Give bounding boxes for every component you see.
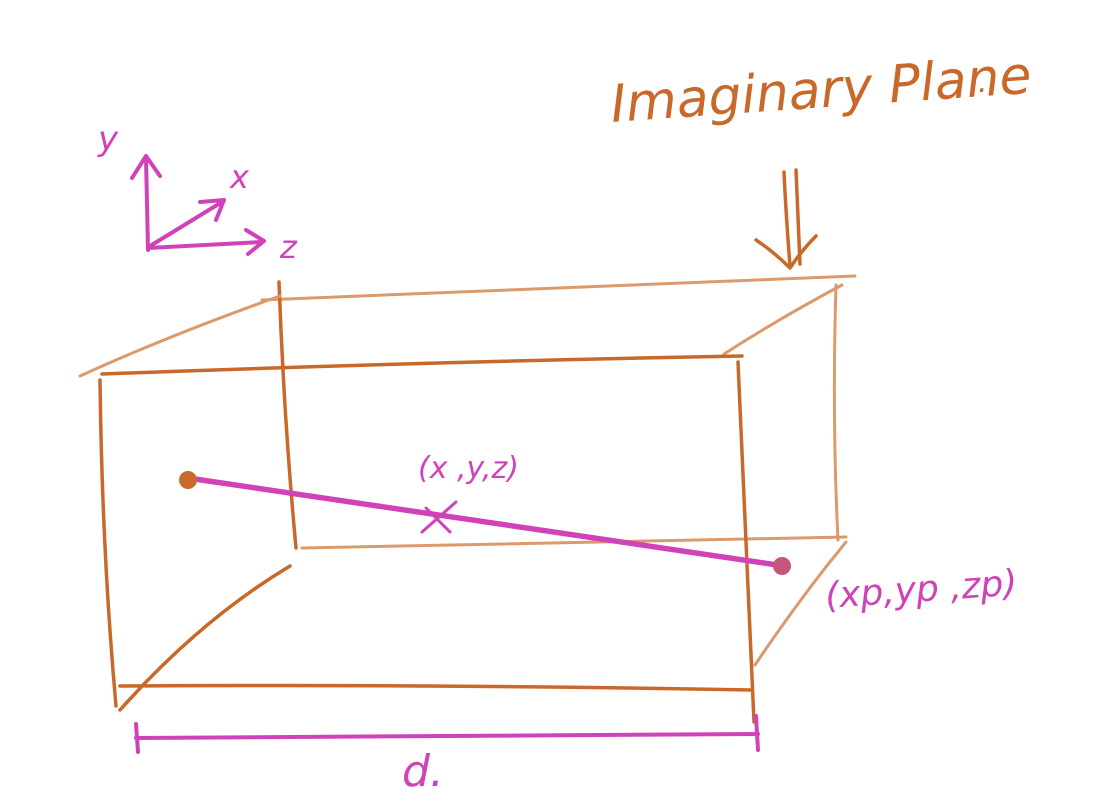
box-back-right-edge xyxy=(832,283,840,542)
box-top-right-diagonal xyxy=(722,283,844,356)
box-back-top-edge xyxy=(260,274,857,302)
midpoint-cross xyxy=(420,500,458,534)
line-segment xyxy=(179,471,791,575)
x-axis-line xyxy=(148,200,224,248)
box-bottom-right-diagonal xyxy=(753,540,848,667)
axes xyxy=(130,154,266,256)
box-back-left-edge xyxy=(277,280,298,550)
dimension-line xyxy=(134,732,760,740)
box-front-bottom-edge xyxy=(118,683,754,692)
box-bottom-left-diagonal xyxy=(118,564,292,712)
box-front-left-edge xyxy=(98,378,118,708)
box-back-bottom-edge xyxy=(300,535,848,550)
endpoint-label: (xp,yp ,zp) xyxy=(824,563,1019,617)
z-axis-line xyxy=(146,240,264,250)
z-axis-label: z xyxy=(279,228,298,266)
box-top-left-diagonal xyxy=(78,294,282,378)
y-axis-line xyxy=(144,156,150,252)
plane-pointer-arrow xyxy=(754,168,818,270)
end-point xyxy=(773,557,791,575)
box-front-right-edge xyxy=(736,360,756,724)
midpoint-label: (x ,y,z) xyxy=(418,451,519,486)
x-axis-label: x xyxy=(229,158,250,196)
box-front-top-edge xyxy=(100,354,744,376)
dimension-bar xyxy=(134,714,760,754)
box xyxy=(78,274,857,724)
x-axis-arrowhead xyxy=(198,198,226,222)
imaginary-plane-label: Imaginary Plane xyxy=(609,46,1034,135)
z-axis-arrowhead xyxy=(244,228,266,256)
imaginary-plane-trailing-mark: . xyxy=(978,65,988,100)
segment-line xyxy=(185,475,787,569)
dimension-right-tick xyxy=(754,714,760,752)
y-axis-arrowhead xyxy=(130,154,162,180)
dimension-label: d. xyxy=(402,746,444,797)
start-point xyxy=(179,471,197,489)
y-axis-label: y xyxy=(97,119,119,159)
dimension-left-tick xyxy=(134,722,140,754)
